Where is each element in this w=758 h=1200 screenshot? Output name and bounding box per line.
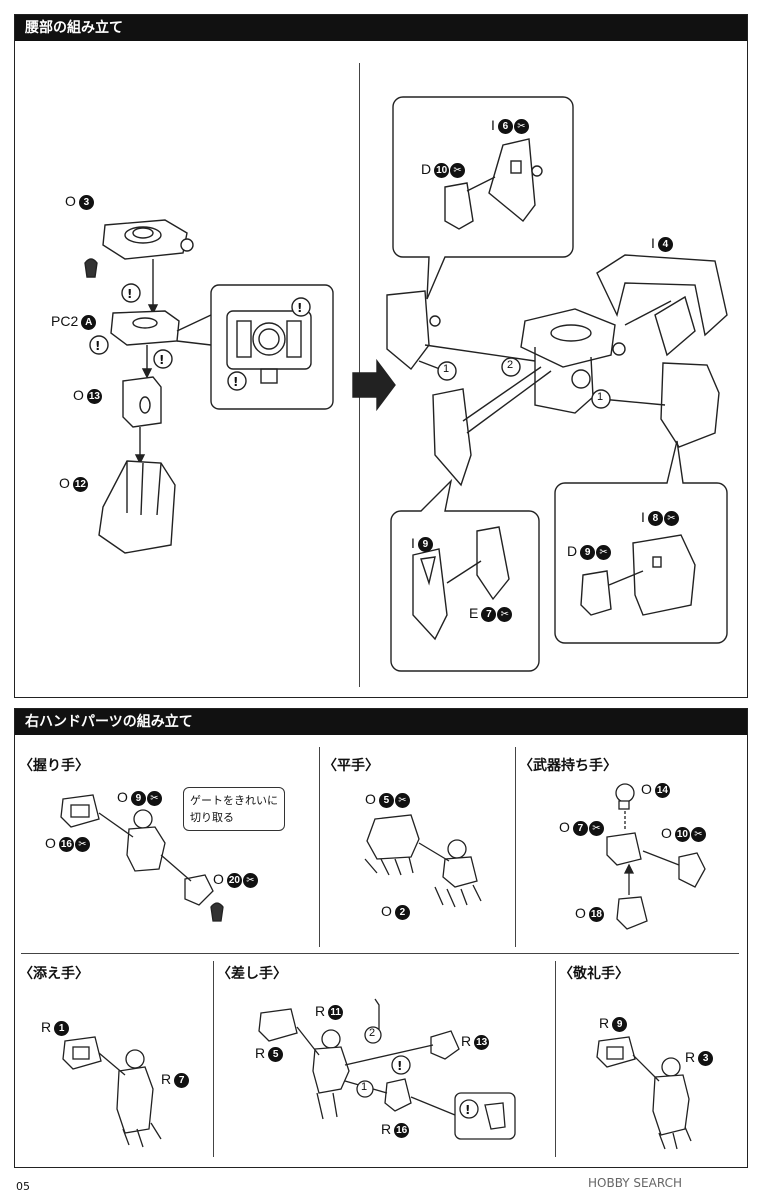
- part-i6-drawing: [488, 138, 543, 223]
- step-marker: 2: [507, 359, 514, 371]
- cut-icon: ✂: [394, 792, 410, 808]
- salute-hand-drawing: [596, 1036, 692, 1150]
- part-i8-drawing: [632, 534, 696, 616]
- cut-icon: ✂: [74, 836, 90, 852]
- flat-hand-drawing: [364, 814, 482, 908]
- column-divider: [319, 747, 321, 947]
- part-i4-drawing: [596, 254, 728, 357]
- cut-icon: ✂: [513, 118, 529, 134]
- callout-line: 切り取る: [190, 811, 234, 824]
- pointing-hand-title: 〈差し手〉: [217, 966, 287, 982]
- svg-text:!: !: [159, 353, 164, 367]
- cut-icon: ✂: [690, 826, 706, 842]
- cut-icon: ✂: [497, 606, 513, 622]
- svg-text:!: !: [297, 301, 302, 315]
- grip-hand-drawing: [60, 794, 224, 922]
- callout-line: ゲートをきれいに: [190, 794, 278, 807]
- cut-icon: ✂: [596, 544, 612, 560]
- part-front-skirt-drawing: [432, 388, 472, 487]
- part-o12-drawing: [98, 460, 176, 554]
- column-divider: [515, 747, 517, 947]
- part-o13-drawing: [122, 376, 162, 428]
- support-hand-drawing: [62, 1036, 162, 1148]
- section-title: 腰部の組み立て: [15, 15, 747, 41]
- svg-text:!: !: [465, 1103, 470, 1117]
- waist-illustration: ! ! ! ! !: [84, 96, 728, 672]
- assembly-arrow: [352, 358, 396, 412]
- cut-icon: ✂: [588, 820, 604, 836]
- step-marker: 1: [361, 1081, 368, 1093]
- part-left-skirt-drawing: [386, 290, 441, 371]
- section-title: 右ハンドパーツの組み立て: [15, 709, 747, 735]
- svg-text:!: !: [95, 339, 100, 353]
- salute-hand-title: 〈敬礼手〉: [559, 966, 629, 982]
- grip-hand-title: 〈握り手〉: [19, 758, 89, 774]
- part-e7-drawing: [476, 526, 510, 601]
- step-marker: 1: [443, 363, 450, 375]
- detail-bubble-top: [392, 96, 574, 300]
- svg-text:!: !: [233, 375, 238, 389]
- gate-trim-callout: ゲートをきれいに 切り取る: [183, 787, 285, 831]
- column-divider: [555, 961, 557, 1157]
- cut-icon: ✂: [146, 790, 162, 806]
- flat-hand-title: 〈平手〉: [323, 758, 379, 774]
- part-i9-drawing: [412, 548, 448, 641]
- waist-assembly-section: 腰部の組み立て: [14, 14, 748, 698]
- support-hand-title: 〈添え手〉: [19, 966, 89, 982]
- pc2-zoom-drawing: [226, 310, 312, 384]
- svg-text:!: !: [397, 1059, 402, 1073]
- step-marker: 2: [369, 1027, 376, 1039]
- part-o3-drawing: [84, 219, 194, 278]
- step-marker: 1: [597, 391, 604, 403]
- cut-icon: ✂: [663, 510, 679, 526]
- svg-text:!: !: [127, 287, 132, 301]
- waist-core-drawing: [520, 308, 626, 414]
- page-number: 05: [16, 1180, 30, 1193]
- hand-assembly-section: 右ハンドパーツの組み立て: [14, 708, 748, 1168]
- weapon-hand-drawing: [606, 783, 706, 930]
- column-divider: [213, 961, 215, 1157]
- pointing-hand-drawing: [258, 1008, 516, 1140]
- cut-icon: ✂: [450, 162, 466, 178]
- part-right-skirt-drawing: [660, 362, 720, 448]
- hand-illustration: ! !: [60, 783, 706, 1150]
- watermark: HOBBY SEARCH: [588, 1176, 682, 1190]
- part-d10-drawing: [444, 182, 474, 230]
- row-divider: [21, 953, 739, 955]
- weapon-hand-title: 〈武器持ち手〉: [519, 758, 617, 774]
- cut-icon: ✂: [242, 872, 258, 888]
- part-pc2-drawing: [110, 310, 180, 346]
- part-d9-drawing: [580, 570, 612, 616]
